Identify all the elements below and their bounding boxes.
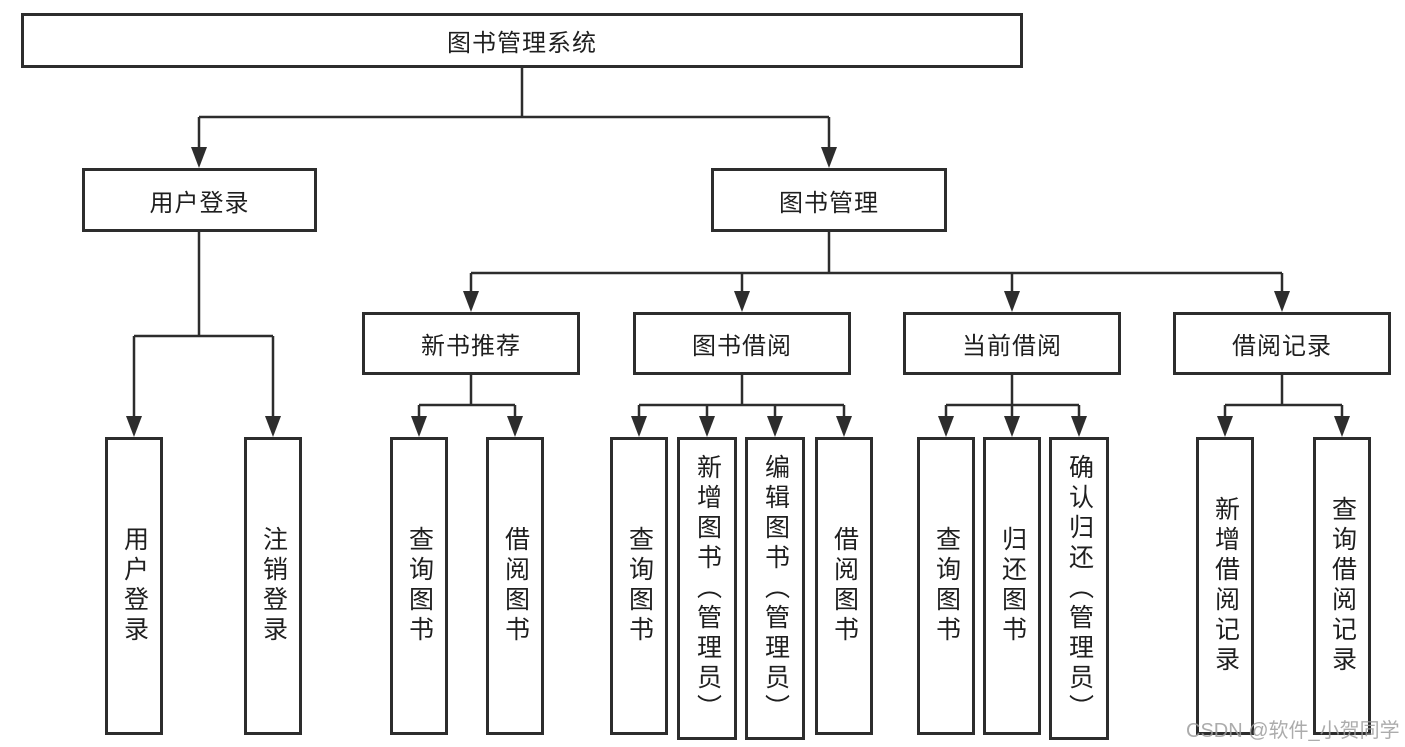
leaf-label: 确认归还（管理员） (1065, 453, 1094, 724)
node-current-borrow: 当前借阅 (903, 312, 1121, 375)
leaf-records-add-record: 新增借阅记录 (1196, 437, 1254, 735)
leaf-borrow-borrow-books: 借阅图书 (815, 437, 873, 735)
leaf-logout: 注销登录 (244, 437, 302, 735)
leaf-label: 查询借阅记录 (1328, 496, 1357, 676)
edge-login-to-leaves (126, 232, 281, 437)
edge-current-to-leaves (938, 375, 1087, 437)
leaf-current-query-books: 查询图书 (917, 437, 975, 735)
leaf-label: 借阅图书 (501, 526, 530, 646)
leaf-label: 查询图书 (625, 526, 654, 646)
leaf-label: 新增借阅记录 (1211, 496, 1240, 676)
leaf-borrow-query-books: 查询图书 (610, 437, 668, 735)
leaf-recommend-query-books: 查询图书 (390, 437, 448, 735)
edge-recommend-to-leaves (411, 375, 523, 437)
leaf-label: 注销登录 (259, 526, 288, 646)
leaf-borrow-edit-books-admin: 编辑图书（管理员） (745, 437, 805, 740)
edge-management-to-level3 (463, 232, 1290, 312)
edge-records-to-leaves (1217, 375, 1350, 437)
node-root-system: 图书管理系统 (21, 13, 1023, 68)
leaf-label: 用户登录 (120, 526, 149, 646)
leaf-recommend-borrow-books: 借阅图书 (486, 437, 544, 735)
leaf-label: 新增图书（管理员） (693, 453, 722, 724)
leaf-current-return-books: 归还图书 (983, 437, 1041, 735)
leaf-label: 查询图书 (405, 526, 434, 646)
watermark: CSDN @软件_小贺同学 (1186, 720, 1400, 742)
node-book-borrow: 图书借阅 (633, 312, 851, 375)
leaf-label: 查询图书 (932, 526, 961, 646)
leaf-records-query-record: 查询借阅记录 (1313, 437, 1371, 735)
edge-borrow-to-leaves (631, 375, 852, 437)
leaf-label: 归还图书 (998, 526, 1027, 646)
leaf-user-login: 用户登录 (105, 437, 163, 735)
leaf-current-confirm-return-admin: 确认归还（管理员） (1049, 437, 1109, 740)
node-book-management: 图书管理 (711, 168, 947, 232)
edge-root-to-level2 (191, 68, 837, 168)
leaf-label: 借阅图书 (830, 526, 859, 646)
leaf-borrow-add-books-admin: 新增图书（管理员） (677, 437, 737, 740)
node-new-book-recommend: 新书推荐 (362, 312, 580, 375)
node-borrow-records: 借阅记录 (1173, 312, 1391, 375)
leaf-label: 编辑图书（管理员） (761, 453, 790, 724)
node-user-login: 用户登录 (82, 168, 317, 232)
